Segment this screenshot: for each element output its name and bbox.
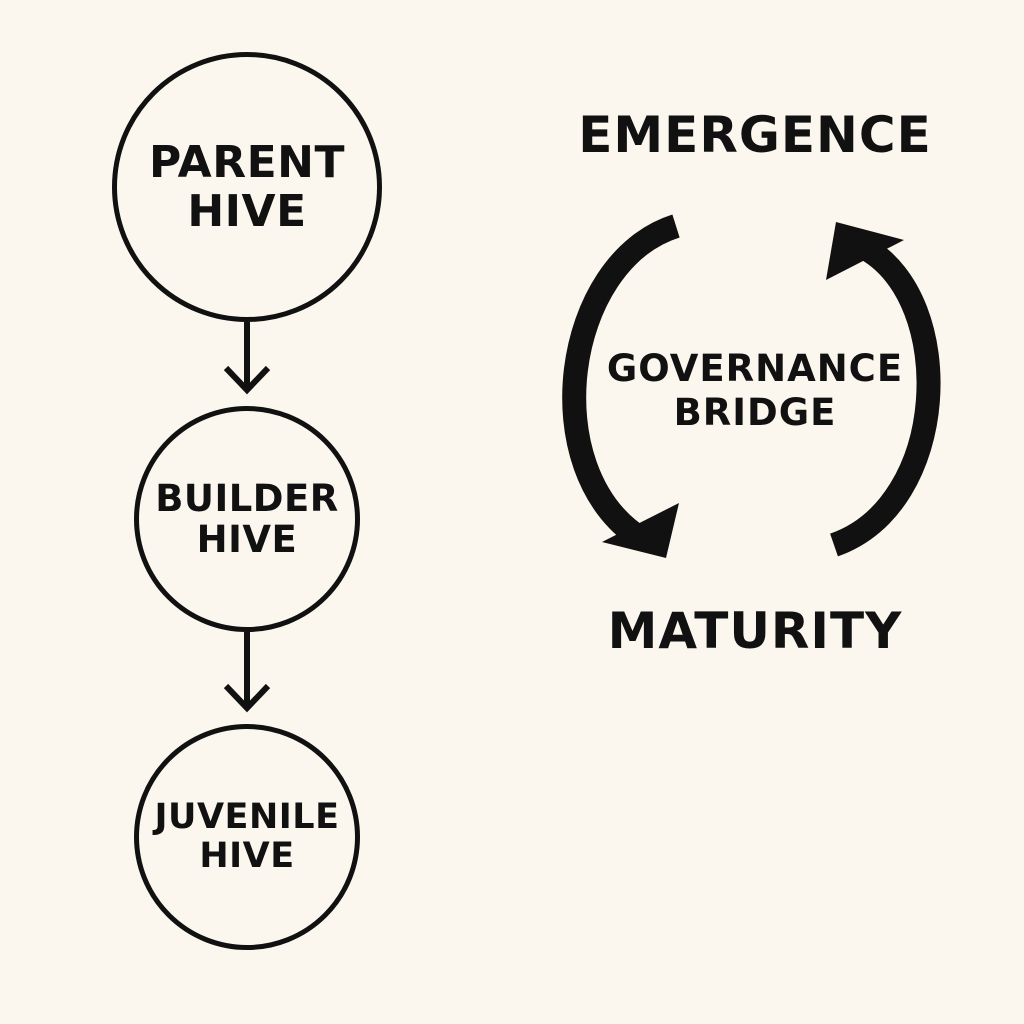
governance-bridge-label: GOVERNANCE BRIDGE <box>590 347 920 436</box>
parent-hive-node: PARENT HIVE <box>112 52 382 322</box>
parent-hive-line1: PARENT <box>148 136 346 188</box>
arrow-builder-to-juvenile <box>223 632 271 713</box>
arrow-parent-to-builder <box>223 322 271 395</box>
cycle-arrow-up <box>826 222 941 557</box>
builder-hive-line2: HIVE <box>196 518 298 561</box>
cycle-arrow-down <box>562 214 681 558</box>
parent-hive-line2: HIVE <box>187 186 307 237</box>
governance-bridge-line1: GOVERNANCE <box>606 347 904 390</box>
governance-bridge-line2: BRIDGE <box>673 391 837 435</box>
builder-hive-line1: BUILDER <box>155 476 339 520</box>
builder-hive-node: BUILDER HIVE <box>134 406 360 632</box>
juvenile-hive-node: JUVENILE HIVE <box>134 724 360 950</box>
emergence-label: EMERGENCE <box>578 106 932 164</box>
maturity-label: MATURITY <box>607 602 903 660</box>
juvenile-hive-line2: HIVE <box>199 836 295 876</box>
juvenile-hive-line1: JUVENILE <box>154 796 340 837</box>
